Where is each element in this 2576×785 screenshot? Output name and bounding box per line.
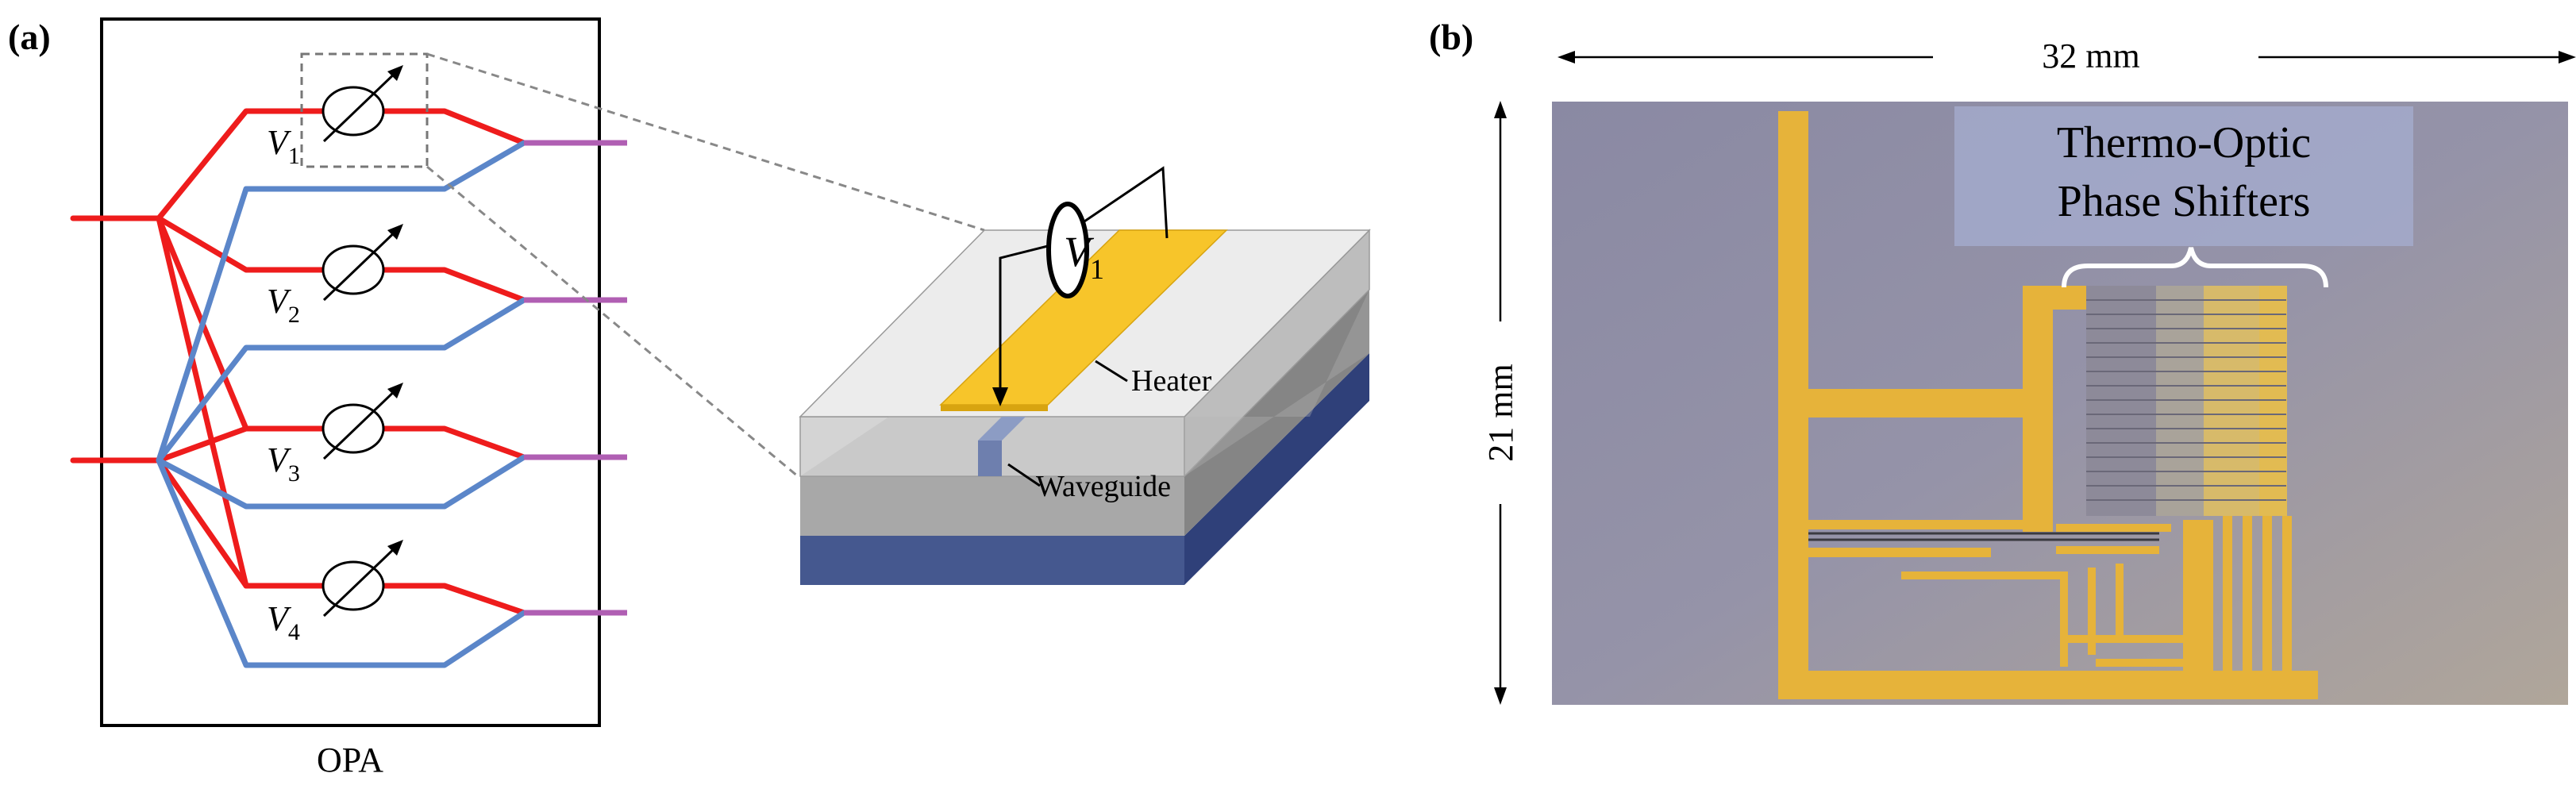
voltage-label-1: V1 — [267, 123, 300, 169]
annotation-line-2: Phase Shifters — [2058, 177, 2311, 226]
waveguide-rib — [978, 441, 1002, 476]
cladding-front — [800, 476, 1184, 536]
gold-traces — [1778, 111, 2318, 699]
annotation-line-1: Thermo-Optic — [2057, 118, 2311, 167]
phase-shifter-4: V4 — [267, 540, 403, 645]
chip-photo: Thermo-Optic Phase Shifters — [1552, 102, 2568, 705]
width-dimension — [1558, 51, 2576, 63]
voltage-label-3: V3 — [267, 441, 300, 487]
blue-waveguides — [156, 140, 527, 668]
height-label: 21 mm — [1481, 364, 1520, 461]
width-label: 32 mm — [2042, 37, 2139, 75]
waveguide-label: Waveguide — [1036, 470, 1171, 503]
inner-slab — [800, 290, 1369, 476]
output-waveguides — [524, 140, 627, 616]
heater-strip-edge — [941, 405, 1048, 411]
phase-shifter-inset: V1 Heater Waveguide — [799, 166, 1371, 585]
panel-b-label: (b) — [1429, 17, 1473, 57]
heater-pointer — [1095, 360, 1128, 383]
waveguide-bundle — [1808, 532, 2159, 541]
annotation-brace — [2062, 247, 2328, 288]
substrate-side — [1184, 353, 1369, 585]
voltage-label-2: V2 — [267, 282, 300, 328]
annotation-box — [1954, 106, 2413, 246]
substrate-front — [800, 536, 1184, 585]
opa-diagram: V1 V2 V3 V4 OPA — [70, 17, 627, 779]
phase-shifter-2: V2 — [267, 224, 403, 328]
waveguide-rib-top — [978, 417, 1026, 441]
phase-shifter-3: V3 — [267, 383, 403, 487]
red-waveguides — [70, 108, 527, 616]
zoom-box — [300, 52, 429, 168]
phase-shifter-lines — [2086, 299, 2286, 501]
opa-box — [100, 17, 601, 727]
heater-label: Heater — [1131, 364, 1212, 398]
height-dimension — [1494, 101, 1507, 705]
panel-a-label: (a) — [8, 17, 51, 57]
voltage-source-icon — [1046, 202, 1089, 298]
phase-shifter-1: V1 — [267, 65, 403, 169]
waveguide-pointer — [1007, 463, 1041, 487]
inset-voltage-label: V1 — [1064, 228, 1104, 285]
zoom-lines — [426, 52, 985, 478]
cladding-side — [1184, 290, 1369, 536]
voltage-label-4: V4 — [267, 599, 300, 645]
opa-caption: OPA — [317, 741, 383, 779]
